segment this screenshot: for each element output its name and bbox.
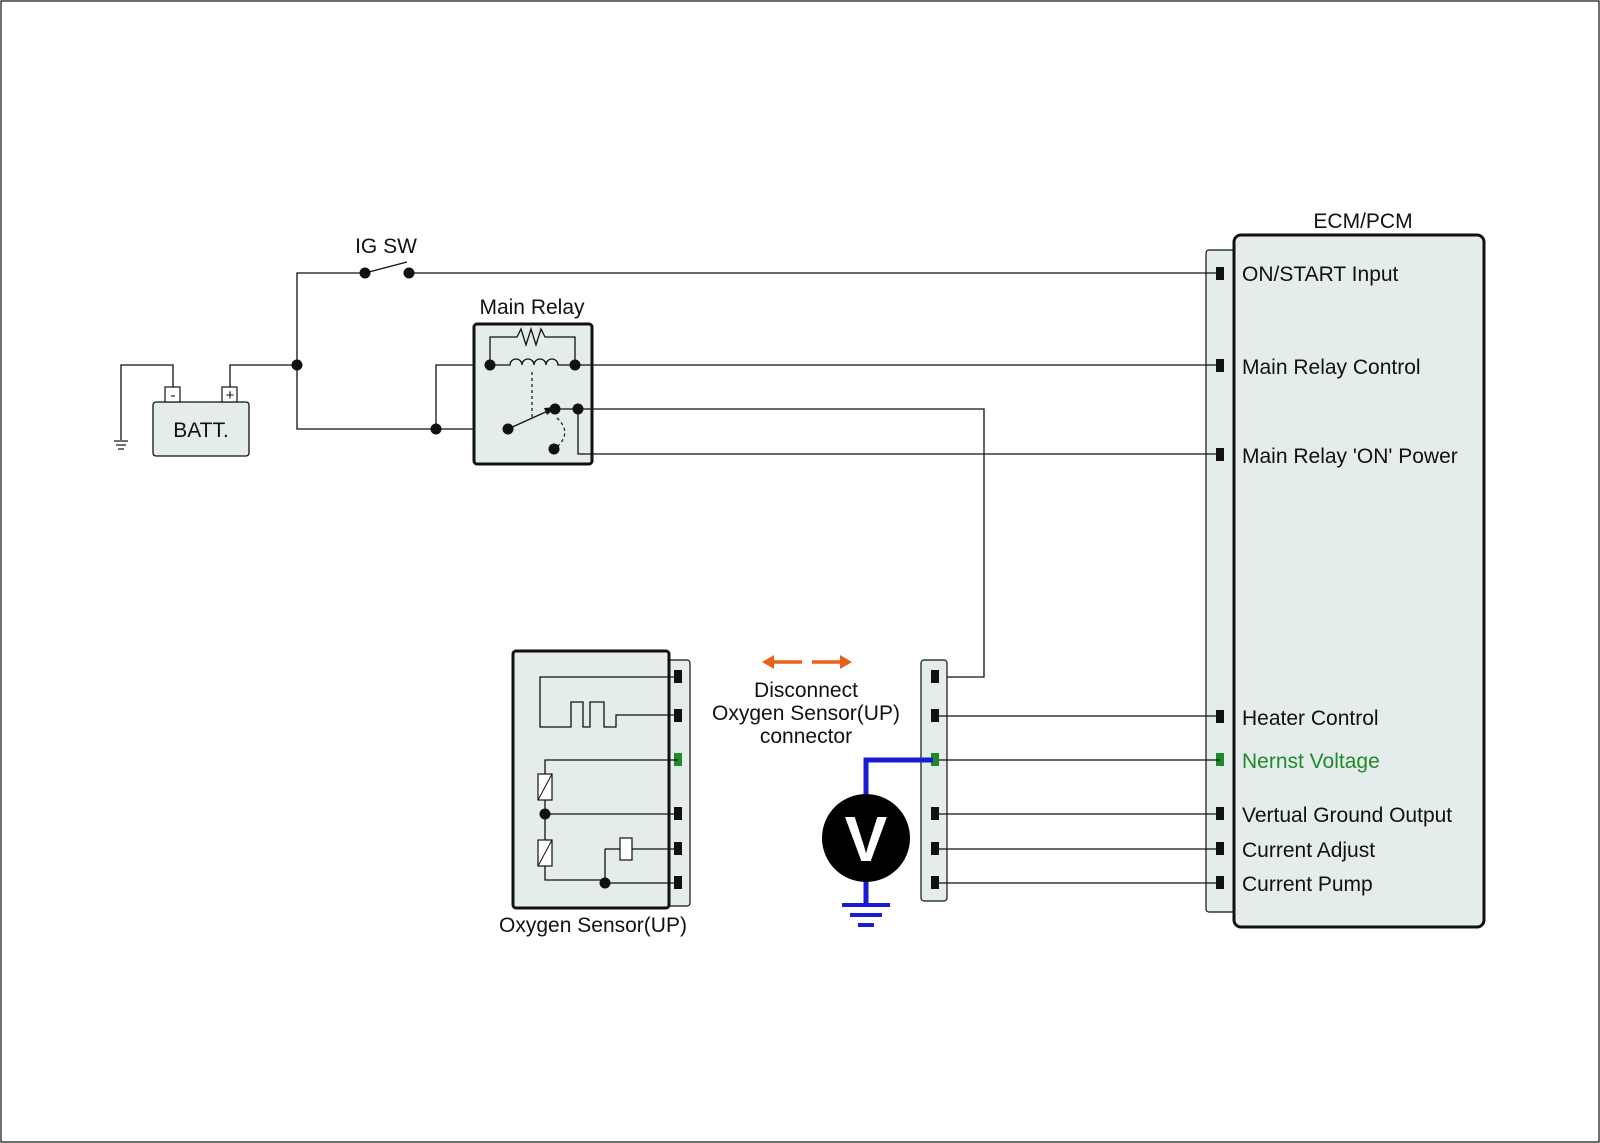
voltmeter: V (822, 757, 933, 927)
arrow-right-icon (840, 655, 852, 669)
relay-output-wiring (575, 364, 1220, 678)
heater-element-icon (539, 676, 678, 728)
ecm-label-main-relay-control: Main Relay Control (1242, 356, 1421, 379)
battery-ground-wire (120, 364, 174, 440)
main-relay: Main Relay (472, 296, 594, 466)
ig-switch: IG SW (355, 235, 1220, 279)
arrow-left-icon (762, 655, 774, 669)
harness-nernst-pin (931, 753, 939, 766)
ig-switch-blade (364, 261, 408, 274)
ecm-label-current-adjust: Current Adjust (1242, 839, 1375, 862)
harness-connector (920, 659, 1220, 902)
wire-main-relay-on-power (577, 409, 1220, 455)
ecm-label-current-pump: Current Pump (1242, 873, 1373, 896)
ecm-label-on-start: ON/START Input (1242, 263, 1399, 286)
instruction-line-3: connector (760, 725, 852, 748)
sensor-cell-icon (619, 837, 633, 861)
oxygen-sensor: Oxygen Sensor(UP) (499, 649, 691, 937)
disconnect-instruction: Disconnect Oxygen Sensor(UP) connector (712, 655, 900, 748)
relay-coil-icon (490, 358, 575, 366)
oxygen-sensor-body (511, 649, 671, 910)
voltmeter-probe-wire (863, 757, 933, 800)
ecm-pcm-module: ECM/PCM ON/START Input Main Relay Contro… (1205, 210, 1486, 929)
ecm-body (1232, 233, 1486, 929)
battery-negative-symbol: - (171, 387, 176, 404)
ecm-label-nernst-voltage: Nernst Voltage (1242, 750, 1380, 773)
main-relay-body (472, 322, 594, 466)
oxygen-sensor-label: Oxygen Sensor(UP) (499, 914, 687, 937)
voltmeter-symbol: V (845, 803, 888, 875)
battery-label: BATT. (173, 419, 229, 442)
instruction-line-2: Oxygen Sensor(UP) (712, 702, 900, 725)
harness-connector-strip (920, 659, 948, 902)
ecm-label-heater-control: Heater Control (1242, 707, 1379, 730)
power-wiring (229, 272, 508, 435)
main-relay-label: Main Relay (479, 296, 585, 319)
instruction-line-1: Disconnect (754, 679, 858, 702)
wire-heater-power (578, 408, 985, 678)
voltmeter-icon (822, 794, 910, 882)
battery: - + BATT. (114, 364, 250, 457)
battery-positive-symbol: + (226, 387, 235, 404)
ig-switch-label: IG SW (355, 235, 417, 258)
ecm-label-main-relay-on-power: Main Relay 'ON' Power (1242, 445, 1458, 468)
ecm-label-vertual-ground: Vertual Ground Output (1242, 804, 1452, 827)
relay-switch-blade (507, 409, 551, 430)
relay-resistor-icon (489, 326, 576, 365)
ecm-title: ECM/PCM (1313, 210, 1412, 233)
battery-body (152, 401, 250, 457)
